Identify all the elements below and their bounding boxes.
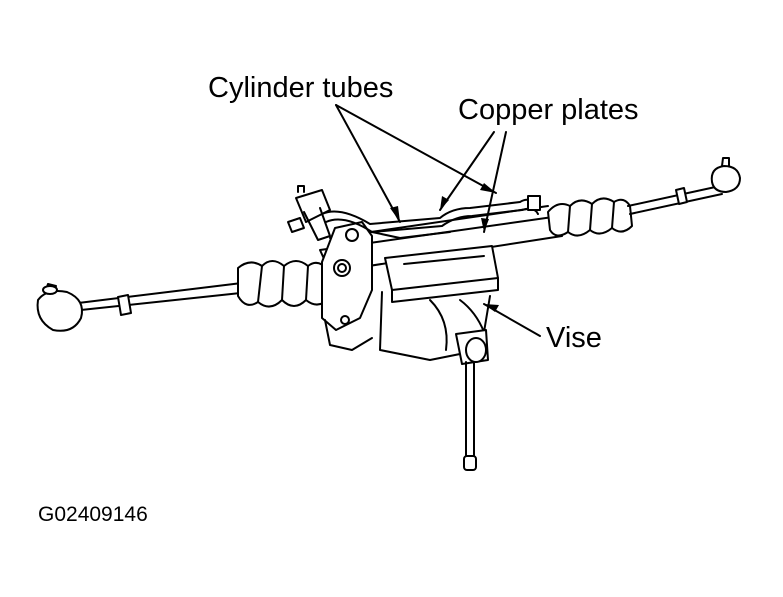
figure-code: G02409146 — [38, 503, 148, 526]
cylinder-tube-lines — [321, 195, 541, 239]
tie-rod-left — [36, 281, 251, 332]
cylinder-tubes-label: Cylinder tubes — [208, 72, 394, 104]
gear-housing — [321, 221, 373, 351]
vise — [379, 245, 499, 471]
vise-label: Vise — [546, 322, 602, 354]
boot-right — [547, 197, 633, 237]
arrowheads — [390, 183, 499, 312]
boot-left — [237, 260, 331, 308]
tie-rod-right — [627, 157, 741, 215]
copper-plates-label: Copper plates — [458, 94, 639, 126]
